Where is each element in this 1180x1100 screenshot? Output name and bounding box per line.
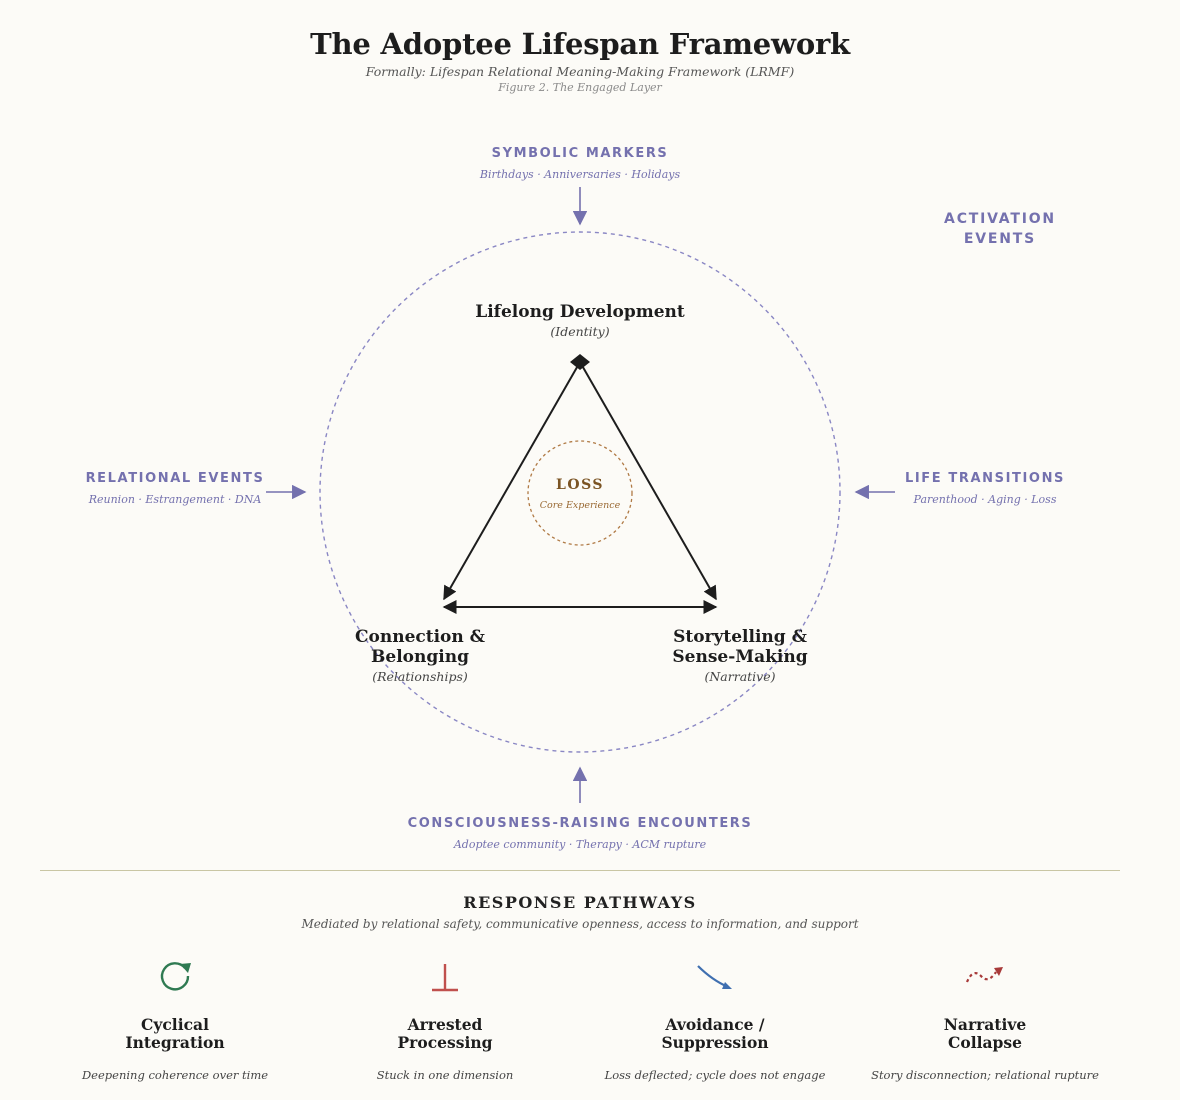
pathway-cyclical-integration: Cyclical Integration Deepening coherence… (45, 1008, 305, 1083)
node-sub: (Narrative) (704, 669, 776, 684)
event-title: CONSCIOUSNESS-RAISING ENCOUNTERS (407, 816, 753, 831)
pathway-description: Loss deflected; cycle does not engage (604, 1068, 826, 1082)
loss-label: LOSS (556, 477, 604, 493)
stop-bar-icon (432, 964, 458, 992)
loss-core-circle (527, 440, 633, 546)
event-life-transitions: LIFE TRANSITIONS Parenthood · Aging · Lo… (905, 471, 1065, 506)
pathway-description: Deepening coherence over time (81, 1068, 269, 1082)
pathway-label-line1: Arrested (407, 1015, 483, 1034)
event-title: LIFE TRANSITIONS (904, 471, 1066, 486)
pathway-description: Story disconnection; relational rupture (871, 1068, 1099, 1082)
event-sub: Birthdays · Anniversaries · Holidays (479, 168, 681, 181)
node-title: Lifelong Development (475, 302, 685, 322)
engaged-layer-circle (319, 231, 841, 753)
node-title-line1: Connection & (354, 627, 486, 647)
page-subtitle: Formally: Lifespan Relational Meaning-Ma… (365, 64, 795, 79)
deflect-arrow-icon (697, 965, 732, 989)
pathway-label-line2: Collapse (948, 1033, 1022, 1052)
event-relational-events: RELATIONAL EVENTS Reunion · Estrangement… (86, 471, 265, 506)
loss-sublabel: Core Experience (539, 500, 621, 511)
activation-label-line2: EVENTS (963, 231, 1037, 247)
event-title: SYMBOLIC MARKERS (491, 146, 669, 161)
event-sub: Reunion · Estrangement · DNA (88, 493, 262, 506)
node-title-line2: Belonging (371, 647, 469, 667)
broken-path-icon (965, 967, 1003, 983)
activation-events-label: ACTIVATION EVENTS (944, 209, 1056, 249)
node-sub: (Identity) (550, 324, 610, 339)
event-consciousness-raising: CONSCIOUSNESS-RAISING ENCOUNTERS Adoptee… (408, 816, 753, 851)
activation-label-line1: ACTIVATION (944, 211, 1056, 227)
node-storytelling-sense-making: Storytelling & Sense-Making (Narrative) (672, 627, 807, 684)
node-lifelong-development: Lifelong Development (Identity) (475, 302, 684, 339)
response-pathways-title: RESPONSE PATHWAYS (463, 893, 697, 912)
node-title-line2: Sense-Making (672, 647, 808, 667)
event-sub: Adoptee community · Therapy · ACM ruptur… (453, 838, 707, 851)
page-title: The Adoptee Lifespan Framework (310, 27, 850, 61)
apex-diamond (570, 354, 590, 370)
edge-development-connection (443, 361, 581, 601)
pathway-label-line1: Narrative (943, 1015, 1027, 1034)
pathway-description: Stuck in one dimension (376, 1068, 514, 1082)
pathway-arrested-processing: Arrested Processing Stuck in one dimensi… (315, 1008, 575, 1083)
section-divider (40, 870, 1120, 871)
pathway-label-line1: Cyclical (141, 1015, 209, 1034)
node-sub: (Relationships) (372, 669, 468, 684)
event-title: RELATIONAL EVENTS (85, 471, 265, 486)
figure-caption: Figure 2. The Engaged Layer (498, 81, 662, 94)
pathway-avoidance-suppression: Avoidance / Suppression Loss deflected; … (585, 1008, 845, 1083)
pathway-narrative-collapse: Narrative Collapse Story disconnection; … (855, 1008, 1115, 1083)
pathway-label-line2: Processing (397, 1033, 493, 1052)
pathway-label-line1: Avoidance / (665, 1015, 765, 1034)
pathway-label-line2: Integration (125, 1033, 225, 1052)
edge-development-storytelling (579, 361, 717, 601)
response-pathways-subtitle: Mediated by relational safety, communica… (301, 917, 859, 931)
event-symbolic-markers: SYMBOLIC MARKERS Birthdays · Anniversari… (480, 146, 680, 181)
node-title-line1: Storytelling & (673, 627, 807, 647)
cycle-arrow-icon (160, 962, 191, 991)
pathway-label-line2: Suppression (661, 1033, 769, 1052)
event-sub: Parenthood · Aging · Loss (913, 493, 1057, 506)
node-connection-belonging: Connection & Belonging (Relationships) (355, 627, 485, 684)
